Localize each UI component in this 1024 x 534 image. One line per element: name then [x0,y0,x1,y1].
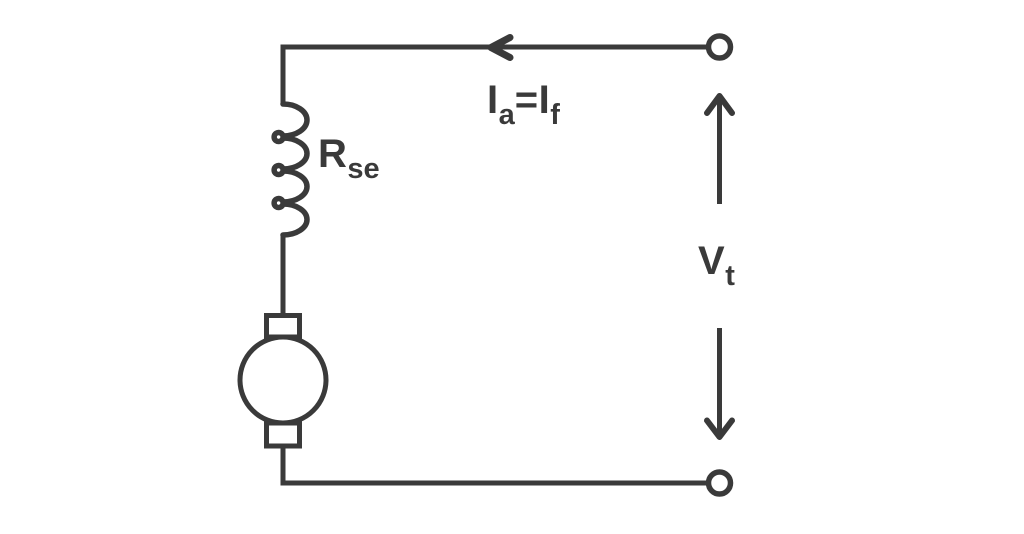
motor-brush-bottom-icon [264,420,302,449]
series-resistance-label: Rse [318,134,380,184]
terminal-voltage-base: V [698,239,726,283]
circuit-strokes [237,33,735,497]
current-armature-base: I [487,78,499,122]
top-wire [280,44,707,104]
terminal-top-icon [705,33,734,61]
current-arrow-icon [487,34,514,61]
inductor-coil-icon [271,101,310,238]
voltage-arrow-down-head-icon [704,417,735,440]
bottom-wire [280,446,707,486]
current-armature-subscript: a [498,99,515,131]
series-resistance-base: R [318,132,348,176]
terminal-voltage-label: Vt [698,241,735,291]
terminal-bottom-icon [705,469,734,497]
voltage-arrow-up-head-icon [704,93,735,116]
current-equals-sign: = [514,78,539,122]
motor-body-icon [237,334,329,426]
current-field-base: I [538,78,551,122]
current-label: Ia=If [487,80,560,130]
current-field-subscript: f [550,99,560,131]
terminal-voltage-subscript: t [725,260,735,292]
series-resistance-subscript: se [347,153,380,185]
motor-brush-top-icon [264,313,302,340]
